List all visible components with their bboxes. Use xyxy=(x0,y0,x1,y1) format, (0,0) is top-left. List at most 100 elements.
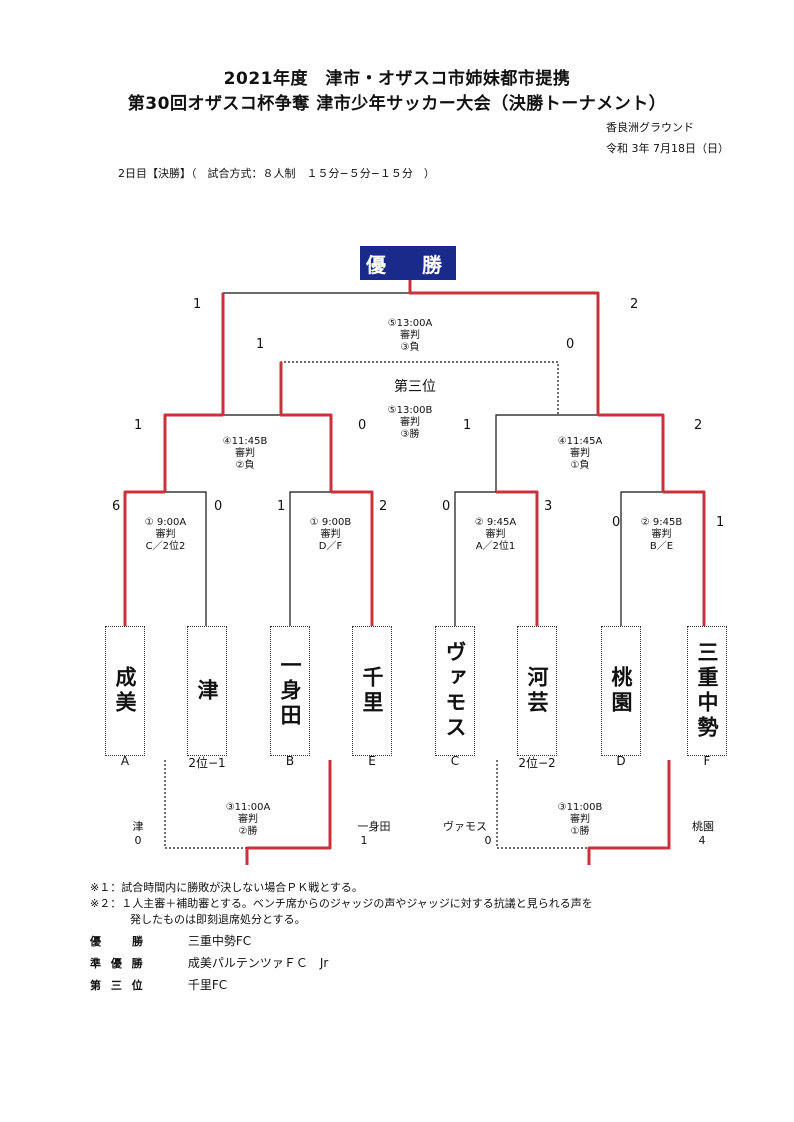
match-date: 令和 3年 7月18日（日） xyxy=(606,142,729,155)
sf2-score-left: 1 xyxy=(463,418,472,433)
c1-left-score: 0 xyxy=(134,834,142,847)
team-group-label: 2位−1 xyxy=(188,756,226,770)
result-value: 千里FC xyxy=(187,978,228,992)
third-score-left: 1 xyxy=(256,337,265,352)
r1-3-referee-label: 審判 xyxy=(485,529,506,540)
third-time: ⑤13:00B xyxy=(387,405,433,416)
r1-4-score-right: 1 xyxy=(716,515,725,530)
final-time: ⑤13:00A xyxy=(387,318,433,329)
team-group-label: B xyxy=(285,754,295,768)
c2-left-team: ヴァモス xyxy=(443,820,487,833)
final-score-left: 1 xyxy=(193,297,202,312)
r1-4-time: ② 9:45B xyxy=(640,517,683,528)
c1-referee: ②勝 xyxy=(238,826,258,837)
third-referee: ③勝 xyxy=(400,429,420,440)
note-2: ※２：１人主審＋補助審とする。ベンチ席からのジャッジの声やジャッジに対する抗議と… xyxy=(90,897,593,910)
sf1-score-right: 0 xyxy=(358,418,367,433)
final-referee: ③負 xyxy=(400,342,420,353)
team-group-label: 2位−2 xyxy=(518,756,556,770)
result-value: 三重中勢FC xyxy=(187,934,252,948)
champion-banner: 優 勝 xyxy=(360,246,456,280)
team-box: ヴァモス xyxy=(435,626,475,756)
final-info: ⑤13:00A 審判 ③負 xyxy=(370,318,450,354)
team-group-label: E xyxy=(368,754,376,768)
r1-2-info: ① 9:00B 審判 D／F xyxy=(293,517,368,553)
team-group-label: C xyxy=(450,754,460,768)
final-referee-label: 審判 xyxy=(400,330,420,341)
r1-1-referee: C／2位2 xyxy=(145,541,186,552)
title-line-1: 2021年度 津市・オザスコ市姉妹都市提携 xyxy=(223,69,571,89)
third-place-label: 第三位 xyxy=(394,379,436,395)
sf2-score-right: 2 xyxy=(694,418,703,433)
r1-4-score-left: 0 xyxy=(612,515,621,530)
r1-4-info: ② 9:45B 審判 B／E xyxy=(624,517,699,553)
r1-1-score-right: 0 xyxy=(214,499,223,514)
r1-4-referee: B／E xyxy=(649,541,674,552)
c1-right-team: 一身田 xyxy=(357,820,391,833)
sf2-info: ④11:45A 審判 ①負 xyxy=(540,436,620,472)
r1-3-referee: A／2位1 xyxy=(475,541,516,552)
result-label: 第 三 位 xyxy=(90,979,146,992)
note-1: ※１：試合時間内に勝敗が決しない場合ＰＫ戦とする。 xyxy=(90,881,363,894)
c1-time: ③11:00A xyxy=(225,802,271,813)
sf1-referee: ②負 xyxy=(235,460,255,471)
r1-1-time: ① 9:00A xyxy=(144,517,187,528)
sf1-referee-label: 審判 xyxy=(235,448,255,459)
sf2-referee-label: 審判 xyxy=(570,448,590,459)
r1-2-score-right: 2 xyxy=(379,499,388,514)
title-line-2: 第30回オザスコ杯争奪 津市少年サッカー大会（決勝トーナメント） xyxy=(127,94,667,114)
c2-time: ③11:00B xyxy=(557,802,603,813)
sf2-referee: ①負 xyxy=(570,460,590,471)
c1-info: ③11:00A 審判 ②勝 xyxy=(208,802,288,838)
c2-right-team: 桃園 xyxy=(692,820,714,833)
r1-2-referee: D／F xyxy=(318,541,343,552)
result-row-runner-up: 準 優 勝 成美パルテンツァＦＣ Jr xyxy=(90,954,328,971)
team-box: 三重中勢 xyxy=(687,626,727,756)
team-group-label: F xyxy=(703,754,711,768)
team-box: 成美 xyxy=(105,626,145,756)
r1-2-time: ① 9:00B xyxy=(309,517,352,528)
r1-3-score-right: 3 xyxy=(544,499,553,514)
r1-2-score-left: 1 xyxy=(277,499,286,514)
result-label: 優 勝 xyxy=(90,935,146,948)
c2-referee-label: 審判 xyxy=(570,814,590,825)
third-info: ⑤13:00B 審判 ③勝 xyxy=(370,405,450,441)
note-2-cont: 発したものは即刻退席処分とする。 xyxy=(130,913,306,926)
c1-left-team: 津 xyxy=(132,820,144,833)
result-row-champion: 優 勝 三重中勢FC xyxy=(90,932,251,949)
sf2-time: ④11:45A xyxy=(557,436,603,447)
sf1-info: ④11:45B 審判 ②負 xyxy=(205,436,285,472)
team-box: 桃園 xyxy=(601,626,641,756)
sf1-score-left: 1 xyxy=(134,418,143,433)
result-label: 準 優 勝 xyxy=(90,957,146,970)
r1-1-score-left: 6 xyxy=(112,499,121,514)
c1-right-score: 1 xyxy=(360,834,368,847)
team-box: 河芸 xyxy=(517,626,557,756)
r1-4-referee-label: 審判 xyxy=(651,529,672,540)
r1-1-info: ① 9:00A 審判 C／2位2 xyxy=(128,517,203,553)
c1-referee-label: 審判 xyxy=(238,814,258,825)
r1-2-referee-label: 審判 xyxy=(320,529,341,540)
c2-left-score: 0 xyxy=(484,834,492,847)
team-box: 津 xyxy=(187,626,227,756)
r1-3-score-left: 0 xyxy=(442,499,451,514)
final-score-right: 2 xyxy=(630,297,639,312)
c2-right-score: 4 xyxy=(698,834,706,847)
team-group-label: D xyxy=(616,754,626,768)
r1-3-time: ② 9:45A xyxy=(474,517,517,528)
third-score-right: 0 xyxy=(566,337,575,352)
team-group-label: A xyxy=(120,754,130,768)
sf1-time: ④11:45B xyxy=(222,436,268,447)
r1-1-referee-label: 審判 xyxy=(155,529,176,540)
team-box: 一身田 xyxy=(270,626,310,756)
team-box: 千里 xyxy=(352,626,392,756)
c2-info: ③11:00B 審判 ①勝 xyxy=(540,802,620,838)
third-referee-label: 審判 xyxy=(400,417,420,428)
r1-3-info: ② 9:45A 審判 A／2位1 xyxy=(458,517,533,553)
result-value: 成美パルテンツァＦＣ Jr xyxy=(187,956,329,970)
match-format: 2日目【決勝】（ 試合方式：８人制 １５分−５分−１５分 ） xyxy=(118,167,435,180)
c2-referee: ①勝 xyxy=(570,826,590,837)
venue: 香良洲グラウンド xyxy=(606,121,694,134)
result-row-third: 第 三 位 千里FC xyxy=(90,976,227,993)
